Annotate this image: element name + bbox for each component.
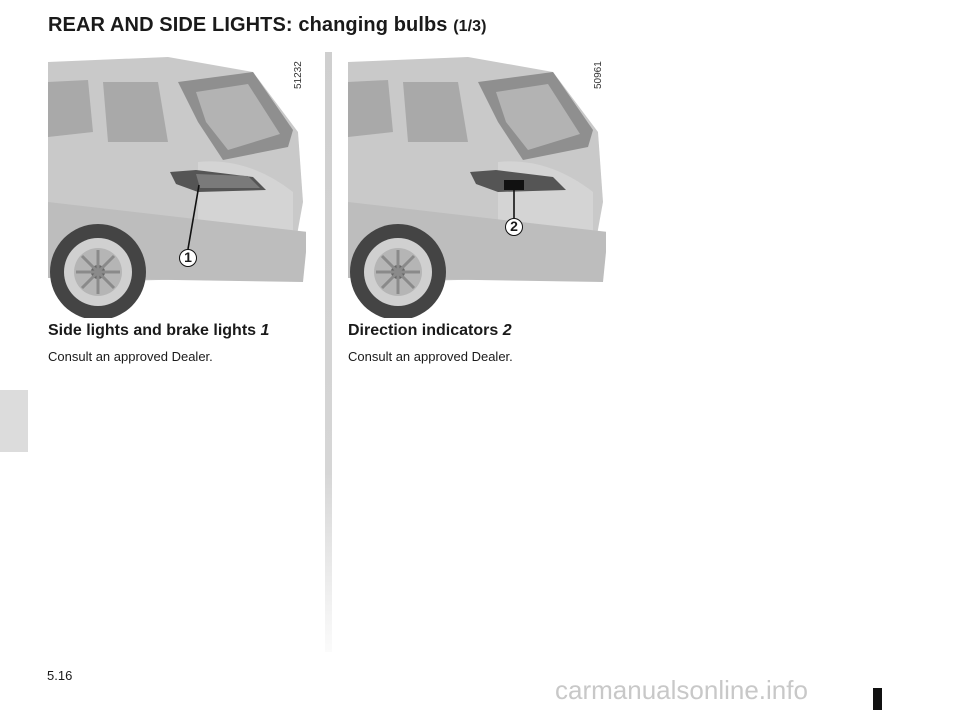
watermark: carmanualsonline.info (555, 675, 808, 705)
section-heading-direction-indicators: Direction indicators 2 (348, 322, 512, 340)
section-heading-side-brake-lights: Side lights and brake lights 1 (48, 322, 269, 340)
callout-1-badge: 1 (179, 249, 197, 267)
chapter-tab (0, 390, 28, 452)
page-number: 5.16 (47, 668, 73, 683)
title-text: REAR AND SIDE LIGHTS: changing bulbs (48, 14, 448, 36)
section-body-text: Consult an approved Dealer. (348, 349, 513, 364)
page-title: REAR AND SIDE LIGHTS: changing bulbs (1/… (48, 14, 487, 37)
heading-ref-number: 2 (502, 322, 512, 339)
heading-ref-number: 1 (260, 322, 270, 339)
callout-2-badge: 2 (505, 218, 523, 236)
heading-text: Direction indicators (348, 322, 499, 339)
car-rear-illustration (348, 52, 606, 318)
section-body-text: Consult an approved Dealer. (48, 349, 213, 364)
heading-text: Side lights and brake lights (48, 322, 257, 339)
figure-ref-number: 50961 (593, 61, 604, 89)
figure-direction-indicators: 2 50961 (348, 52, 606, 318)
corner-marker (873, 688, 882, 710)
figure-ref-number: 51232 (293, 61, 304, 89)
figure-side-brake-lights: 1 51232 (48, 52, 306, 318)
car-rear-illustration (48, 52, 306, 318)
column-divider (325, 52, 332, 652)
title-part-indicator: (1/3) (453, 18, 487, 35)
